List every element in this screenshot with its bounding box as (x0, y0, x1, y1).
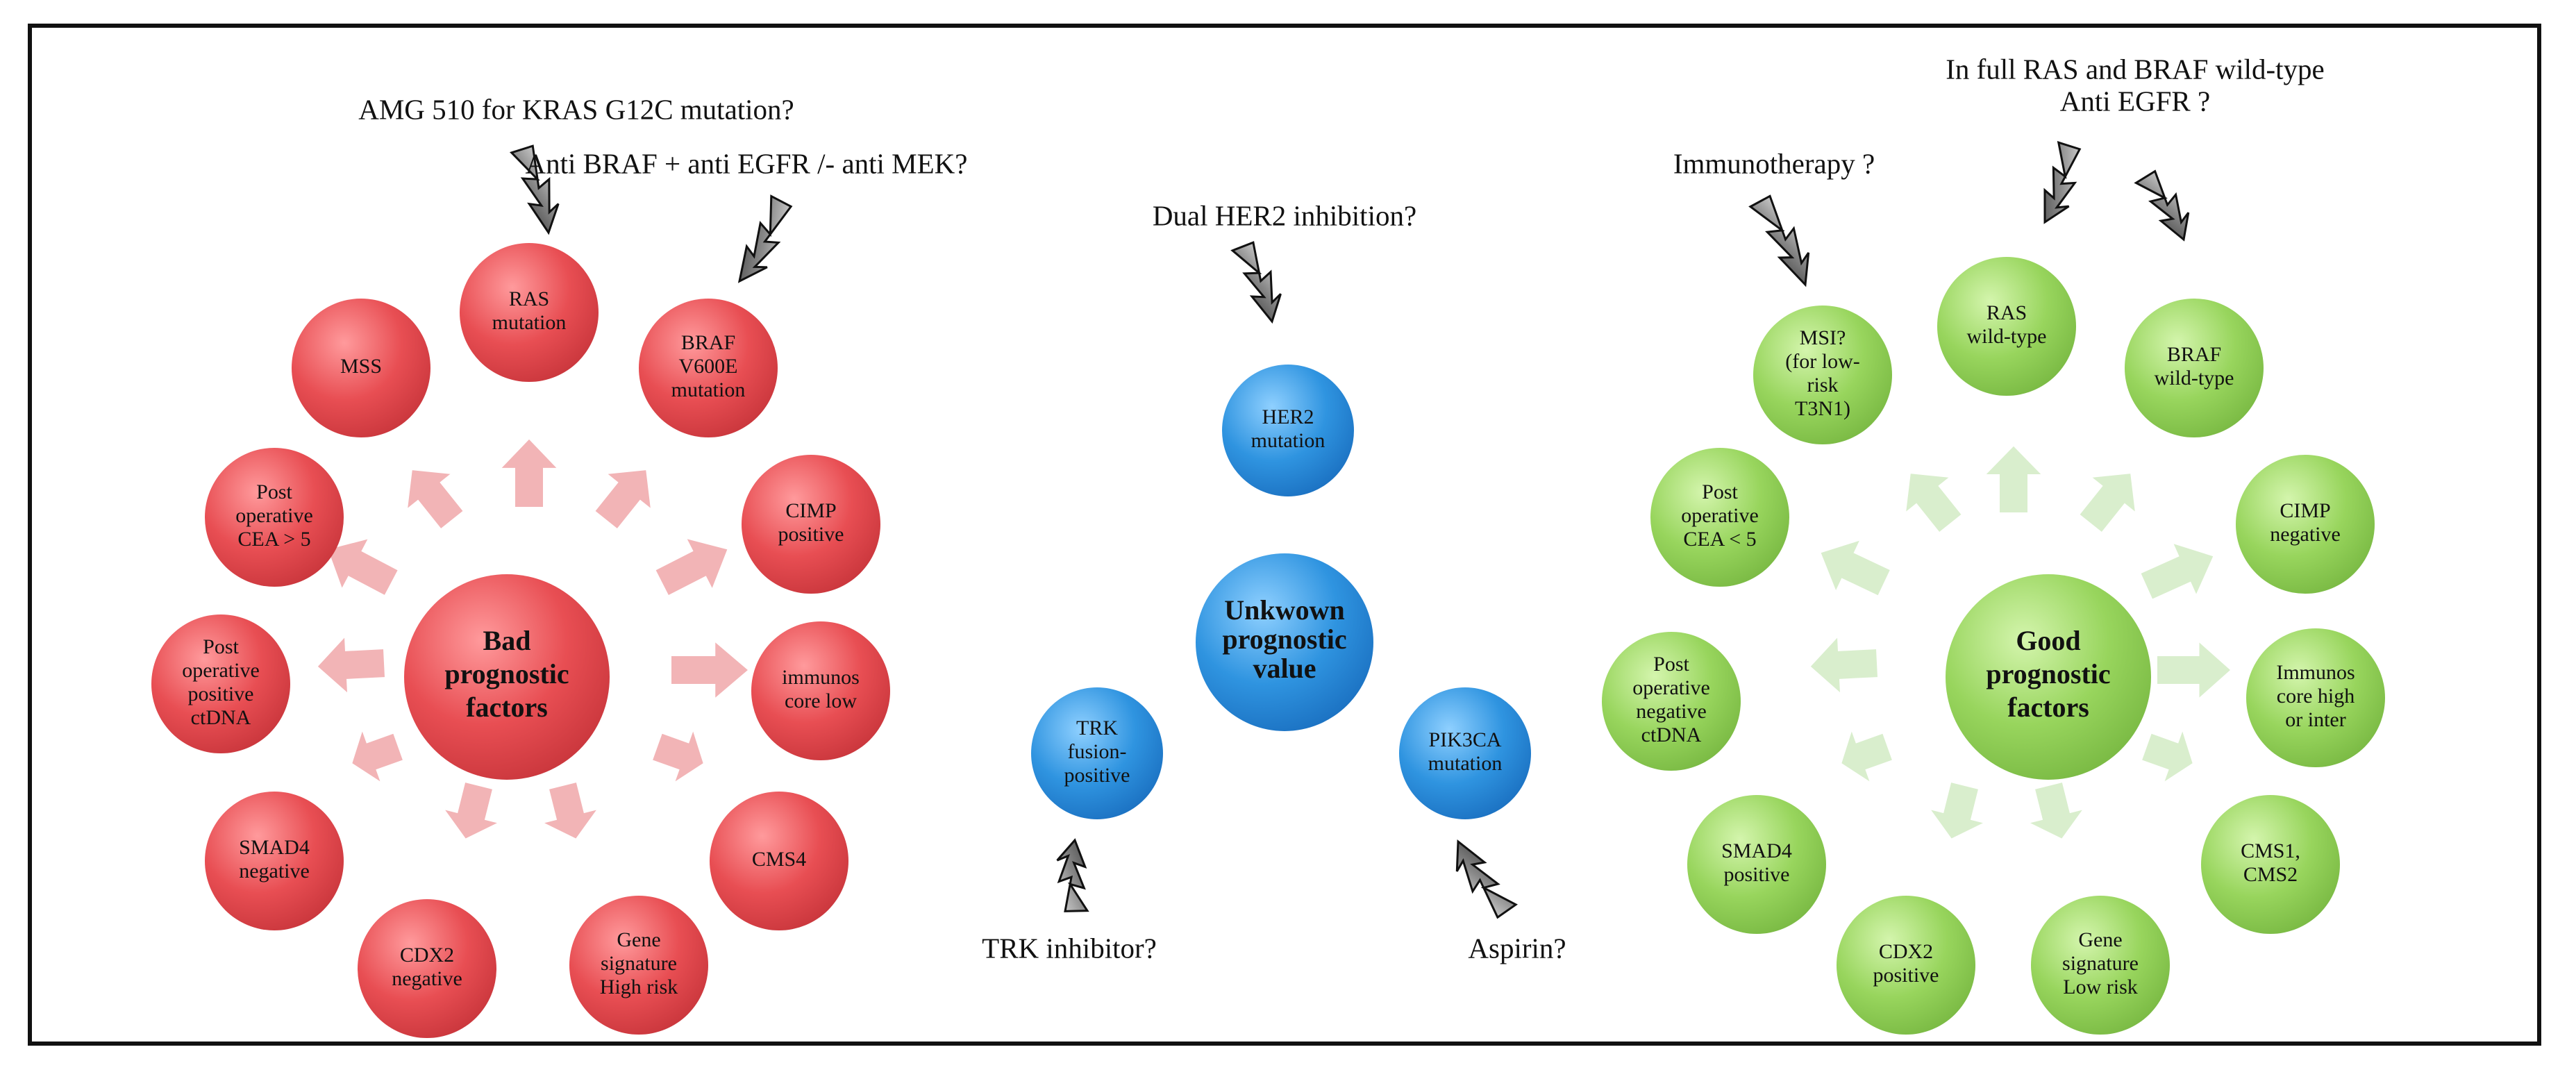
factor-ras-mutation-circle (460, 243, 599, 382)
annotation-dual-her2: Dual HER2 inhibition? (1153, 199, 1416, 231)
lightning-bolt-icon (1056, 838, 1089, 912)
bad-arrow (649, 723, 707, 789)
bad-arrow (324, 535, 401, 599)
unknown-hub-circle (1196, 553, 1373, 731)
good-arrow (2155, 636, 2235, 704)
lightning-bolt-icon (737, 194, 793, 283)
lightning-bolt-icon (509, 144, 560, 235)
factor-cimp-positive-circle (742, 455, 880, 594)
figure-border (28, 24, 2541, 1046)
factor-smad4-negative-circle (205, 792, 344, 930)
annotation-amg510: AMG 510 for KRAS G12C mutation? (358, 93, 794, 125)
lightning-bolt-icon (1748, 194, 1810, 287)
good-arrow (1902, 470, 1965, 536)
factor-ras-wild-type-circle (1937, 257, 2076, 396)
bad-arrow (592, 467, 654, 533)
factor-braf-wild-type-circle (2125, 299, 2264, 437)
good-arrow (2022, 779, 2089, 842)
good-hub-circle (1946, 574, 2151, 780)
good-arrow (2076, 470, 2139, 536)
factor-braf-v600e-mutation-circle (639, 299, 778, 437)
bad-arrow (438, 779, 505, 842)
factor-cdx2-negative-circle (358, 899, 496, 1038)
factor-mss-label: MSS (340, 355, 382, 378)
factor-post-operative-positive-ctdna-circle (151, 614, 290, 753)
factor-her2-mutation-circle (1222, 365, 1354, 496)
lightning-bolt-icon (2043, 140, 2082, 224)
factor-post-operative-cea-gt-5-circle (205, 448, 344, 587)
bad-hub-circle (404, 574, 610, 780)
annotation-immunotherapy: Immunotherapy ? (1673, 147, 1875, 179)
factor-cms1-cms2-circle (2201, 795, 2340, 934)
lightning-bolt-icon (2134, 169, 2190, 242)
good-arrow (2137, 539, 2217, 603)
good-arrow (1924, 779, 1991, 842)
factor-cdx2-positive-circle (1837, 896, 1975, 1035)
good-arrow (2139, 723, 2196, 789)
good-arrow (1817, 536, 1894, 599)
factor-smad4-positive-circle (1687, 795, 1826, 934)
bad-arrow (495, 435, 563, 510)
bad-arrow (669, 636, 753, 704)
bad-arrow (536, 779, 603, 842)
factor-msi-low-risk-t3n1-circle (1753, 306, 1892, 444)
bad-arrow (652, 535, 731, 599)
annotation-trk-inhibitor: TRK inhibitor? (982, 932, 1157, 964)
factor-gene-signature-low-risk-circle (2031, 896, 2170, 1035)
factor-cimp-negative-circle (2236, 455, 2375, 594)
good-arrow (1807, 630, 1881, 699)
good-arrow (1838, 723, 1896, 789)
factor-cms1-cms2-label: CMS1,CMS2 (2241, 839, 2300, 886)
factor-cms4-circle (710, 792, 848, 930)
factor-cms4-label: CMS4 (752, 848, 806, 871)
factor-post-operative-negative-ctdna-circle (1602, 632, 1741, 771)
lightning-bolt-icon (1455, 839, 1518, 919)
factor-gene-signature-high-risk-circle (569, 896, 708, 1035)
factor-immunoscore-high-or-inter-circle (2246, 628, 2385, 767)
factor-mss-circle (292, 299, 430, 437)
annotation-anti-braf: Anti BRAF + anti EGFR /- anti MEK? (526, 147, 968, 179)
factor-post-operative-cea-lt-5-circle (1650, 448, 1789, 587)
good-arrow (1980, 442, 2048, 515)
factor-pik3ca-mutation-circle (1399, 687, 1531, 819)
lightning-bolt-icon (1230, 241, 1282, 324)
bad-arrow (349, 723, 406, 789)
bad-arrow (314, 630, 388, 699)
factor-immunoscore-low-circle (751, 621, 890, 760)
annotation-aspirin: Aspirin? (1468, 932, 1566, 964)
factor-trk-fusion-positive-circle (1031, 687, 1163, 819)
bad-arrow (404, 467, 467, 533)
